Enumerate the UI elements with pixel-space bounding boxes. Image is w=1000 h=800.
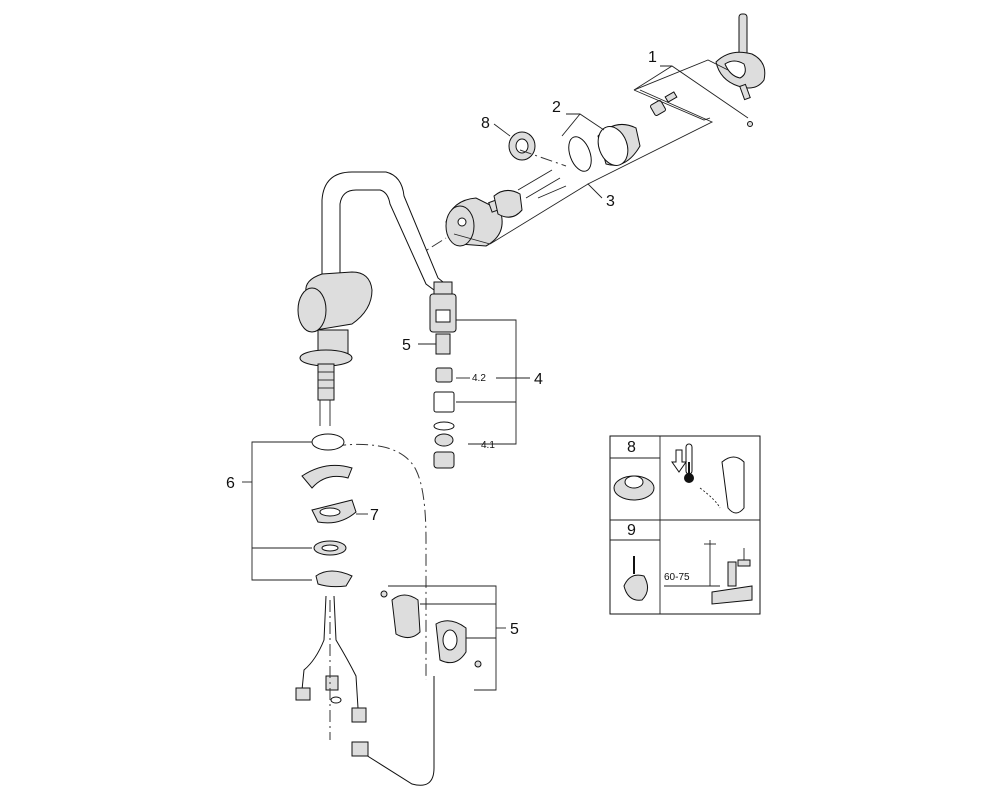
callout-4-1: 4.1 [481, 440, 495, 451]
cap-nut-part [508, 131, 536, 161]
callout-2-leader-b [561, 113, 581, 137]
hose-route-line [333, 443, 427, 680]
callout-8: 8 [481, 115, 490, 132]
callout-5-holder: 5 [510, 621, 519, 638]
callout-3-leader [453, 89, 714, 245]
callout-4-2: 4.2 [472, 373, 486, 384]
faucet-body [297, 171, 449, 426]
lever-handle-icon [699, 456, 745, 514]
callout-1: 1 [648, 49, 657, 66]
spray-head-part [429, 281, 457, 355]
lever-handle-part [650, 13, 766, 127]
axis-line-b [519, 149, 567, 167]
thermometer-icon [684, 443, 694, 483]
callout-6-leader [242, 441, 312, 581]
sleeve-part [568, 123, 641, 172]
callout-2: 2 [552, 99, 561, 116]
inset-cap-drawing [613, 475, 655, 501]
inset-panel-9-number: 9 [627, 522, 636, 539]
callout-4: 4 [534, 371, 543, 388]
callout-3: 3 [606, 193, 615, 210]
cold-arrow-icon [671, 449, 687, 473]
inset-panel: 8 9 60-75 [609, 435, 761, 615]
callout-4-leader [456, 319, 530, 445]
callout-6: 6 [226, 475, 235, 492]
dimension-label: 60-75 [664, 572, 690, 583]
callout-5-spout: 5 [402, 337, 411, 354]
callout-7: 7 [370, 507, 379, 524]
axis-line [375, 237, 447, 283]
installation-drawing [664, 540, 753, 605]
valve-knob-icon [623, 556, 648, 601]
pull-out-hose [351, 676, 435, 786]
cartridge-part [445, 169, 567, 247]
mounting-set [301, 433, 357, 588]
callout-2-leader [566, 113, 605, 131]
callout-1-leader [633, 59, 749, 121]
hose-holder-part [380, 590, 482, 668]
callout-5-holder-leader [388, 585, 506, 691]
inset-panel-8-number: 8 [627, 439, 636, 456]
supply-hoses [295, 595, 367, 740]
aerator-parts [433, 367, 455, 469]
callout-8-leader [493, 123, 511, 137]
